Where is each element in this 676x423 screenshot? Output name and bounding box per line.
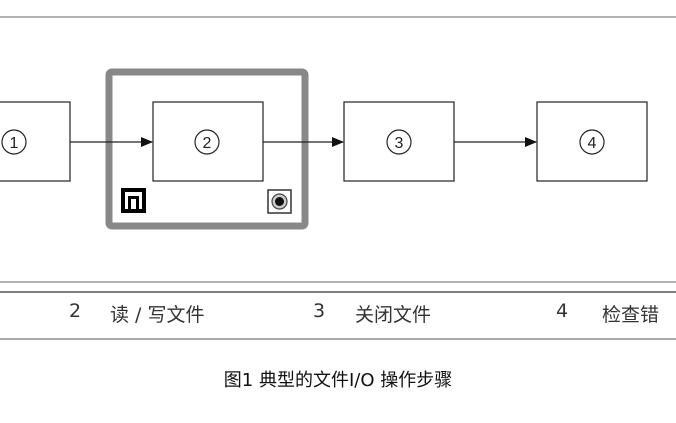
step-number-2-text: 2 [203, 135, 212, 152]
legend-number-2: 2 [69, 300, 82, 322]
while-loop-frame [105, 68, 309, 230]
step-box-2 [152, 101, 264, 182]
legend-number-4: 4 [556, 300, 569, 322]
legend-label-4: 检查错 [602, 304, 660, 326]
step-number-1-text: 1 [10, 135, 19, 152]
step-number-4-text: 4 [588, 135, 597, 152]
step-number-4: 4 [579, 129, 605, 155]
step-number-3: 3 [386, 129, 412, 155]
step-number-2: 2 [194, 129, 220, 155]
loop-iteration-icon [121, 188, 146, 213]
step-box-3 [343, 101, 455, 182]
figure-caption: 图1 典型的文件I/O 操作步骤 [223, 370, 453, 391]
legend-label-2: 读 / 写文件 [110, 304, 205, 326]
step-number-3-text: 3 [395, 135, 404, 152]
step-number-1: 1 [1, 129, 27, 155]
loop-stop-condition-icon [267, 189, 292, 214]
legend-number-3: 3 [313, 300, 326, 322]
legend-label-3: 关闭文件 [355, 304, 432, 326]
step-box-4 [536, 101, 648, 182]
